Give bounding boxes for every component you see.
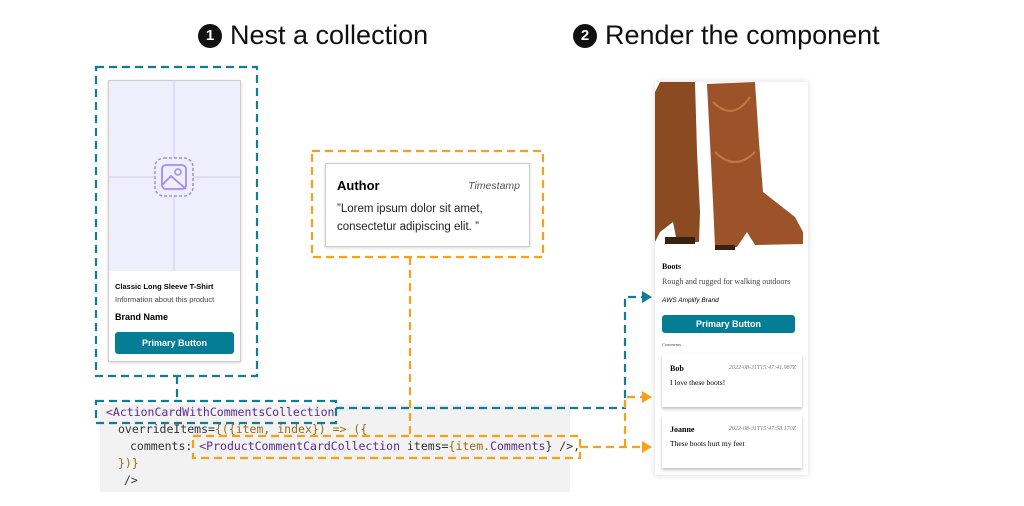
product-description: Information about this product [115, 295, 215, 304]
comment-timestamp: 2022-08-31T15:47:41.987Z [728, 365, 796, 371]
image-placeholder-icon [109, 81, 240, 271]
comment-author: Author [337, 178, 380, 193]
code-line: })} [118, 456, 139, 470]
connector-line [336, 295, 642, 410]
step-1-title: 1 Nest a collection [198, 20, 428, 51]
arrow-icon [642, 291, 652, 303]
comment-item: Bob 2022-08-31T15:47:41.987Z I love thes… [662, 354, 802, 407]
product-title: Classic Long Sleeve T-Shirt [115, 282, 214, 291]
step-number: 1 [198, 24, 222, 48]
comment-author: Bob [670, 364, 684, 373]
boots-image [655, 82, 803, 250]
comment-card: Author Timestamp ”Lorem ipsum dolor sit … [325, 163, 530, 247]
comment-item: Joanne 2022-08-31T15:47:58.170Z These bo… [662, 415, 802, 468]
rendered-title: Boots [662, 262, 682, 271]
comment-author: Joanne [670, 425, 695, 434]
comment-text: ”Lorem ipsum dolor sit amet, consectetur… [337, 203, 483, 233]
comment-text: These boots hurt my feet [670, 439, 745, 448]
rendered-card: Boots Rough and rugged for walking outdo… [655, 82, 808, 475]
code-token: comments: [130, 439, 200, 453]
code-token: {item. [448, 439, 491, 453]
rendered-description: Rough and rugged for walking outdoors [662, 277, 791, 286]
step-2-title: 2 Render the component [573, 20, 880, 51]
step-label: Render the component [605, 20, 880, 50]
step-number: 2 [573, 24, 597, 48]
comment-text: I love these boots! [670, 378, 726, 387]
comment-timestamp: Timestamp [468, 180, 520, 192]
arrow-icon [642, 441, 652, 453]
code-block: <ActionCardWithCommentsCollection overri… [100, 404, 580, 492]
primary-button[interactable]: Primary Button [662, 315, 795, 333]
code-line: /> [124, 473, 138, 487]
arrow-icon [642, 391, 652, 403]
code-line: <ActionCardWithCommentsCollection [106, 405, 335, 419]
product-card: Classic Long Sleeve T-Shirt Information … [108, 80, 241, 362]
product-brand: Brand Name [115, 312, 169, 322]
code-token: <ProductCommentCardCollection [199, 439, 401, 453]
step-label: Nest a collection [230, 20, 429, 50]
code-token: {({item, index}) => ({ [214, 422, 368, 436]
rendered-brand: AWS Amplify Brand [662, 297, 719, 304]
image-placeholder [109, 81, 240, 271]
code-token: Comments [490, 439, 546, 453]
code-token: overrideItems= [118, 422, 215, 436]
connector-line [623, 395, 642, 447]
comment-timestamp: 2022-08-31T15:47:58.170Z [728, 426, 796, 432]
code-token: items= [400, 439, 449, 453]
comments-label: Comments [662, 342, 681, 347]
primary-button[interactable]: Primary Button [115, 332, 234, 354]
code-token: } />, [545, 439, 581, 453]
